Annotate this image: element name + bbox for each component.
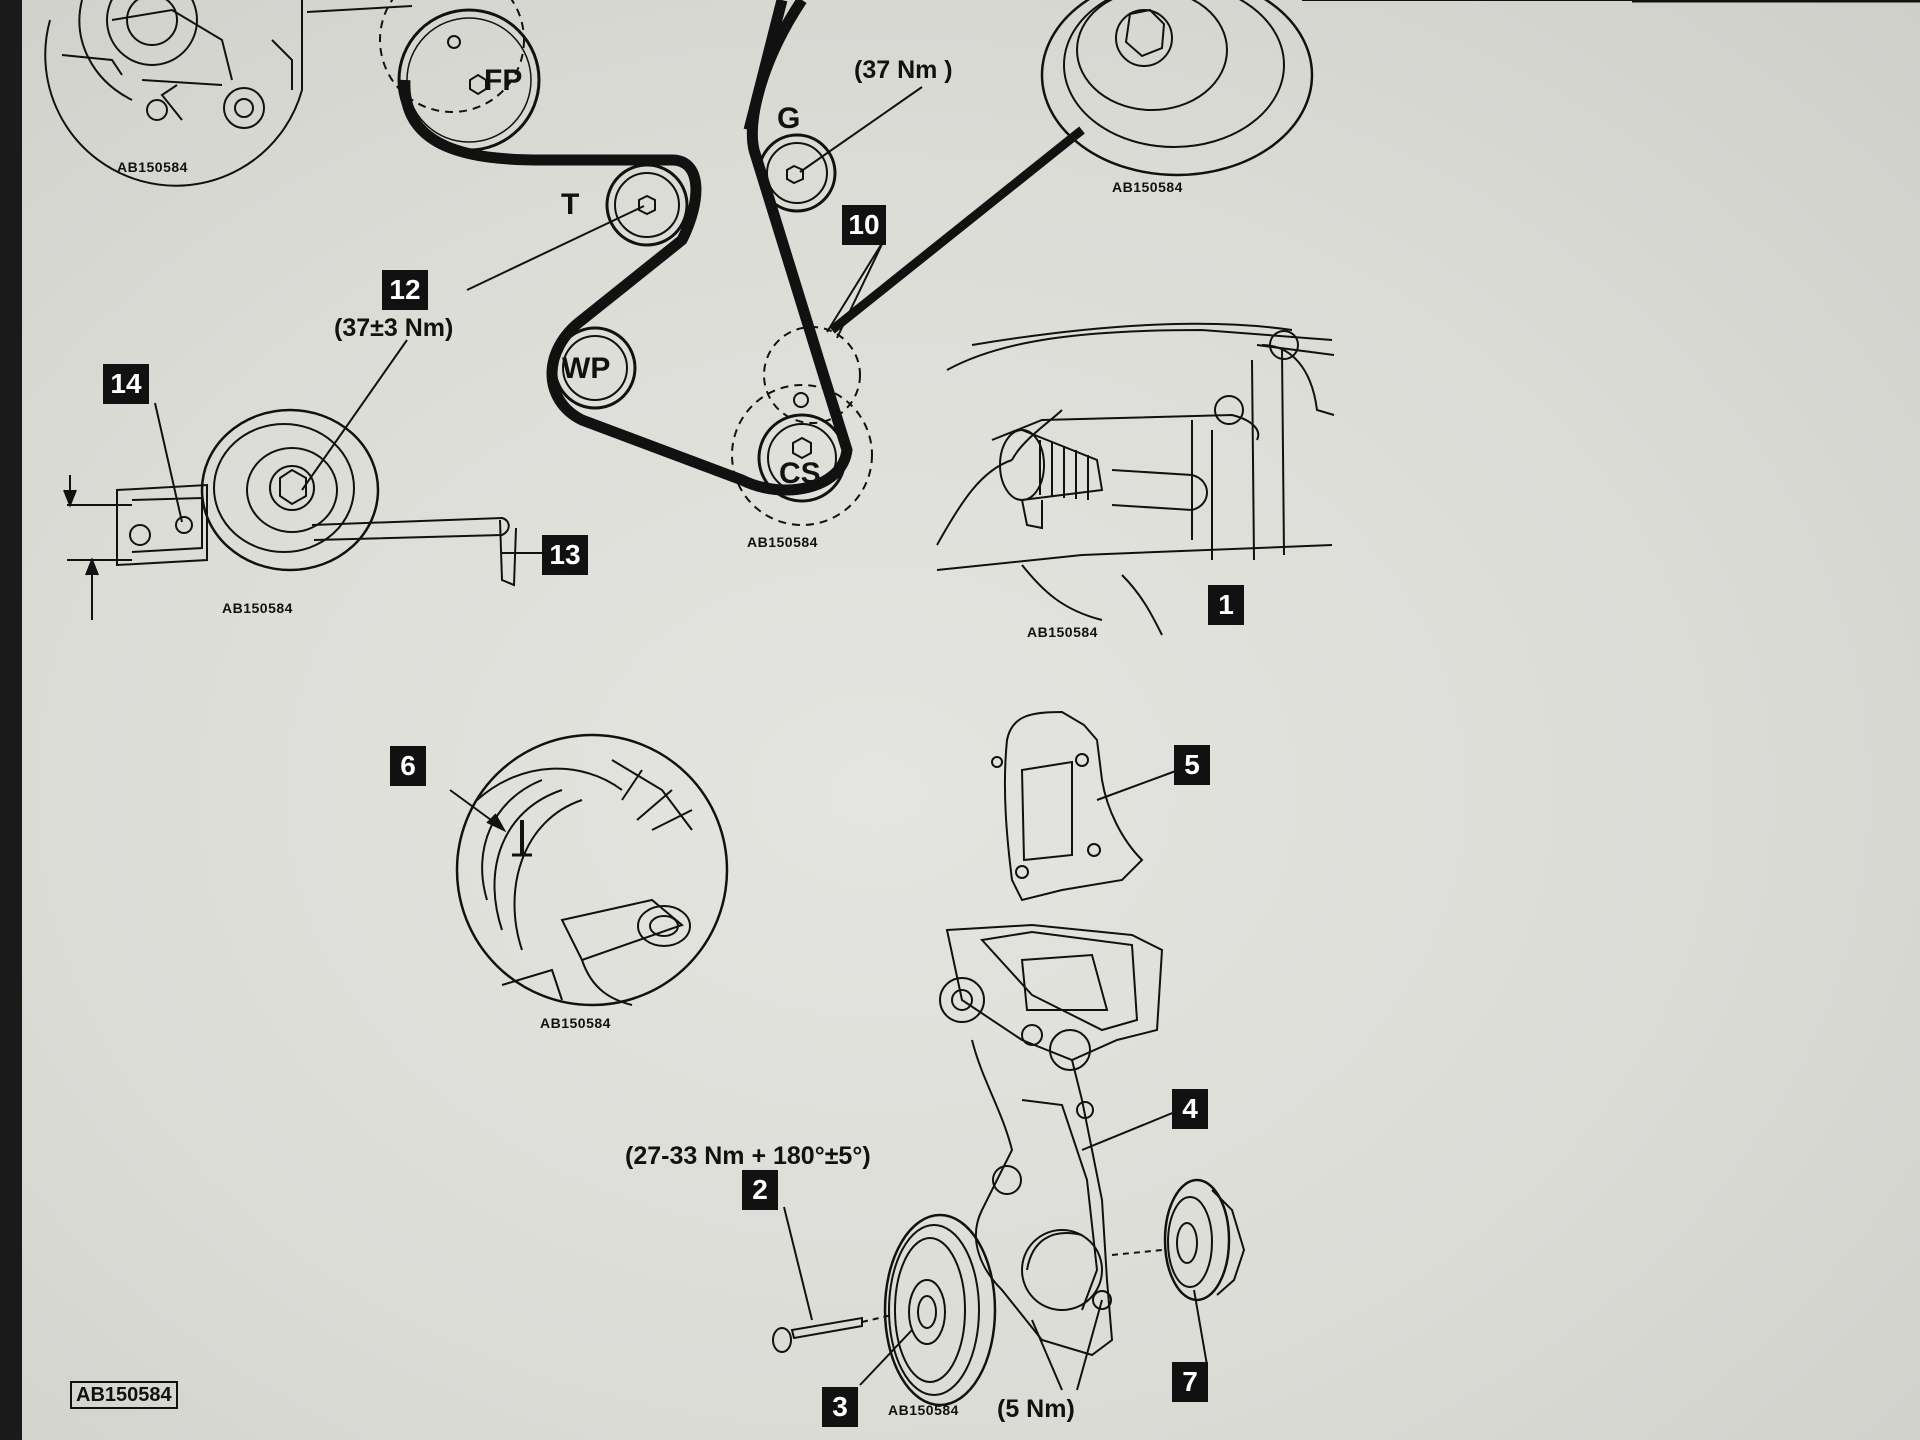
timing-belt-diagram: [44, 0, 1920, 1407]
main-figure-ref: AB150584: [70, 1381, 178, 1409]
figure-ref-upper-pulley: AB150584: [1112, 179, 1183, 195]
callout-7: 7: [1172, 1362, 1208, 1402]
figure-ref-locking-tool: AB150584: [1027, 624, 1098, 640]
tensioner-detail-illustration: [63, 339, 567, 620]
callout-13: 13: [542, 535, 588, 575]
figure-ref-tensioner: AB150584: [222, 600, 293, 616]
callout-5: 5: [1174, 745, 1210, 785]
upper-pulley-illustration: [829, 0, 1314, 334]
callout-12: 12: [382, 270, 428, 310]
callout-10: 10: [842, 205, 886, 245]
torque-cover-bolts: (5 Nm): [997, 1395, 1075, 1423]
label-idler: G: [777, 102, 801, 135]
callout-4: 4: [1172, 1089, 1208, 1129]
locking-tool-illustration: [936, 322, 1335, 636]
figure-ref-timing-mark: AB150584: [540, 1015, 611, 1031]
figure-ref-topleft: AB150584: [117, 159, 188, 175]
torque-crank-bolt: (27-33 Nm + 180°±5°): [625, 1142, 871, 1170]
figure-ref-belt-layout: AB150584: [747, 534, 818, 550]
callout-6: 6: [390, 746, 426, 786]
callout-1: 1: [1208, 585, 1244, 625]
torque-tensioner: (37±3 Nm): [334, 314, 454, 342]
torque-idler: (37 Nm ): [854, 56, 953, 84]
crank-assembly-illustration: [772, 710, 1246, 1407]
timing-belt: [379, 0, 923, 526]
label-tensioner: T: [561, 188, 580, 221]
callout-3: 3: [822, 1387, 858, 1427]
label-water-pump: WP: [562, 352, 611, 385]
callout-2: 2: [742, 1170, 778, 1210]
callout-14: 14: [103, 364, 149, 404]
label-crankshaft: CS: [779, 457, 821, 490]
figure-ref-crank-assembly: AB150584: [888, 1402, 959, 1418]
document-view: AB150584 AB150584 AB150584 AB150584 AB15…: [22, 0, 1920, 1440]
label-fuel-pump: FP: [484, 64, 523, 97]
camshaft-inset-illustration: [44, 0, 303, 187]
timing-mark-illustration: [449, 733, 729, 1007]
